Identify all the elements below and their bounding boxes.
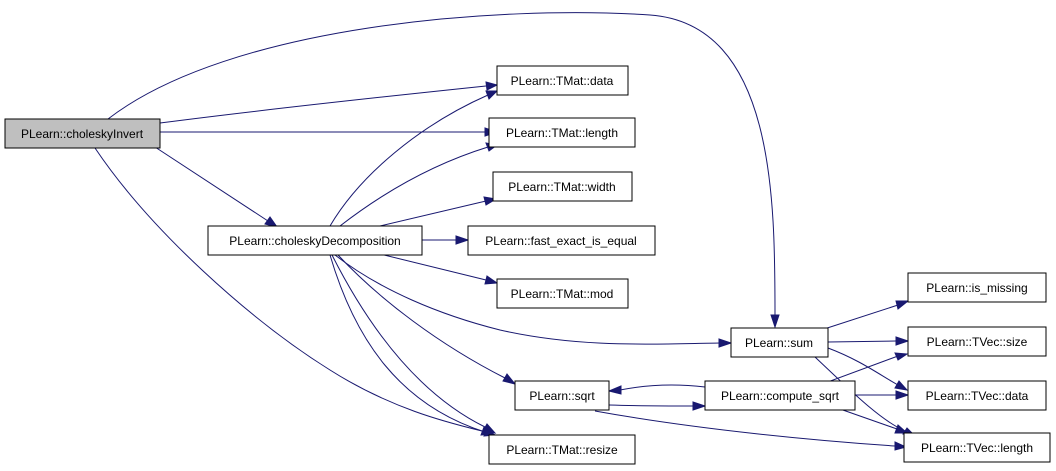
edge-choleskyDecomposition-to-tmat-mod — [379, 253, 499, 285]
node-choleskyInvert[interactable]: PLearn::choleskyInvert — [4, 118, 161, 149]
node-label: PLearn::TMat::width — [508, 180, 615, 194]
edge-sum-to-tvec-size — [827, 336, 910, 346]
edge-sqrt-to-compute-sqrt — [608, 401, 707, 411]
node-tvec-size[interactable]: PLearn::TVec::size — [907, 326, 1047, 357]
node-tmat-mod[interactable]: PLearn::TMat::mod — [496, 278, 629, 309]
node-label: PLearn::TVec::data — [926, 389, 1029, 403]
edge-sqrt-to-tvec-length — [594, 410, 908, 451]
edge-choleskyInvert-to-tmat-data — [159, 81, 499, 124]
node-tvec-data[interactable]: PLearn::TVec::data — [907, 380, 1047, 411]
node-is-missing[interactable]: PLearn::is_missing — [907, 272, 1047, 303]
edge-choleskyDecomposition-to-tmat-length — [339, 142, 499, 227]
edge-choleskyDecomposition-to-sum — [334, 254, 733, 348]
node-label: PLearn::sqrt — [529, 389, 595, 403]
node-label: PLearn::TMat::length — [506, 126, 618, 140]
node-label: PLearn::TMat::resize — [506, 443, 618, 457]
node-label: PLearn::TVec::length — [921, 441, 1033, 455]
nodes-layer: PLearn::choleskyInvert PLearn::TMat::dat… — [4, 65, 1051, 465]
node-compute-sqrt[interactable]: PLearn::compute_sqrt — [704, 380, 856, 411]
node-label: PLearn::choleskyDecomposition — [229, 234, 400, 248]
node-label: PLearn::fast_exact_is_equal — [485, 234, 636, 248]
node-tmat-length[interactable]: PLearn::TMat::length — [488, 117, 636, 148]
edges-layer — [94, 12, 917, 451]
edge-choleskyDecomposition-to-tmat-data — [329, 90, 499, 227]
node-label: PLearn::choleskyInvert — [21, 127, 144, 141]
edge-sum-to-is-missing — [817, 300, 910, 332]
edge-compute-sqrt-to-tvec-size — [824, 352, 909, 384]
node-fast-exact-is-equal[interactable]: PLearn::fast_exact_is_equal — [467, 225, 656, 256]
edge-choleskyDecomposition-to-sqrt — [337, 254, 517, 385]
node-label: PLearn::is_missing — [926, 281, 1027, 295]
edge-choleskyInvert-to-tmat-length — [160, 127, 499, 137]
node-tmat-resize[interactable]: PLearn::TMat::resize — [488, 434, 636, 465]
node-label: PLearn::TMat::mod — [511, 287, 614, 301]
edge-choleskyInvert-to-sum — [107, 12, 780, 329]
node-label: PLearn::compute_sqrt — [721, 389, 840, 403]
node-label: PLearn::TVec::size — [927, 335, 1028, 349]
edge-choleskyInvert-to-choleskyDecomposition — [154, 146, 279, 228]
edge-compute-sqrt-to-tvec-data — [855, 390, 910, 400]
node-tmat-width[interactable]: PLearn::TMat::width — [492, 171, 633, 202]
node-label: PLearn::TMat::data — [511, 74, 614, 88]
edge-compute-sqrt-to-tvec-length — [839, 408, 909, 434]
node-choleskyDecomposition[interactable]: PLearn::choleskyDecomposition — [207, 225, 423, 256]
edge-choleskyDecomposition-to-tmat-resize-b — [329, 254, 497, 437]
edge-choleskyDecomposition-to-tmat-width — [379, 196, 498, 227]
node-sqrt[interactable]: PLearn::sqrt — [514, 380, 610, 411]
edge-compute-sqrt-to-sqrt — [607, 384, 706, 395]
node-sum[interactable]: PLearn::sum — [730, 327, 829, 358]
node-tmat-data[interactable]: PLearn::TMat::data — [496, 65, 629, 96]
edge-choleskyDecomposition-to-tmat-resize-a — [331, 254, 497, 434]
node-tvec-length[interactable]: PLearn::TVec::length — [903, 432, 1051, 463]
node-label: PLearn::sum — [745, 336, 813, 350]
edge-choleskyDecomposition-to-fast-exact-is-equal — [422, 235, 470, 245]
